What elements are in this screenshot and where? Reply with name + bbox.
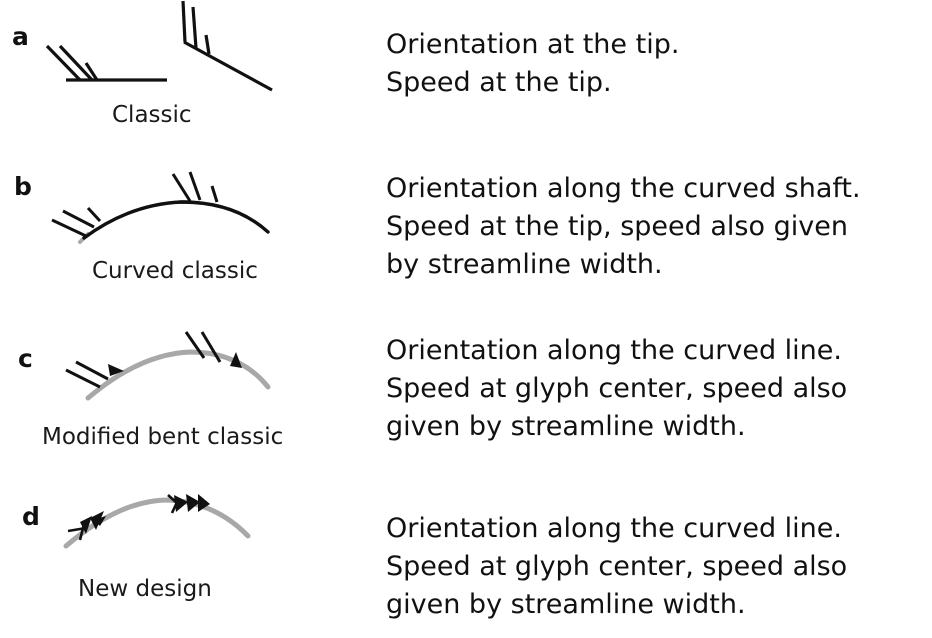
curved-classic-wind-barb-icon [51, 171, 270, 244]
new-design-glyph-icon [63, 494, 251, 549]
description-modified-bent-classic: Orientation along the curved line. Speed… [386, 332, 847, 446]
panel-letter-d: d [22, 502, 40, 531]
description-line: Speed at the tip, speed also given [386, 211, 848, 242]
description-line: Orientation along the curved shaft. [386, 173, 861, 204]
description-line: given by streamline width. [386, 411, 746, 442]
description-line: Orientation along the curved line. [386, 335, 842, 366]
description-line: Orientation along the curved line. [386, 513, 842, 544]
description-line: Speed at glyph center, speed also [386, 373, 848, 404]
panel-c-modified-bent-classic: c Modified bent classic Orientation alon… [0, 310, 932, 470]
panel-letter-c: c [18, 344, 33, 373]
panel-letter-b: b [14, 172, 32, 201]
panel-d-new-design: d New design Orientation along the curve… [0, 470, 932, 638]
description-classic: Orientation at the tip. Speed at the tip… [386, 26, 679, 102]
caption-curved-classic: Curved classic [92, 258, 258, 284]
caption-modified-bent-classic: Modified bent classic [42, 424, 284, 450]
description-line: Orientation at the tip. [386, 29, 680, 60]
description-line: given by streamline width. [386, 589, 746, 620]
panel-b-curved-classic: b Curved classic Orientation along the c… [0, 160, 932, 310]
description-line: Speed at glyph center, speed also [386, 551, 848, 582]
caption-classic: Classic [112, 102, 192, 128]
panel-a-classic: a Classic Orientation at the tip. Speed … [0, 0, 932, 150]
description-line: Speed at the tip. [386, 67, 612, 98]
panel-letter-a: a [12, 22, 29, 51]
modified-bent-classic-glyph-icon [65, 331, 271, 401]
description-new-design: Orientation along the curved line. Speed… [386, 510, 847, 624]
description-curved-classic: Orientation along the curved shaft. Spee… [386, 170, 861, 284]
caption-new-design: New design [78, 576, 212, 602]
description-line: by streamline width. [386, 249, 663, 280]
classic-wind-barb-icon [45, 0, 273, 92]
